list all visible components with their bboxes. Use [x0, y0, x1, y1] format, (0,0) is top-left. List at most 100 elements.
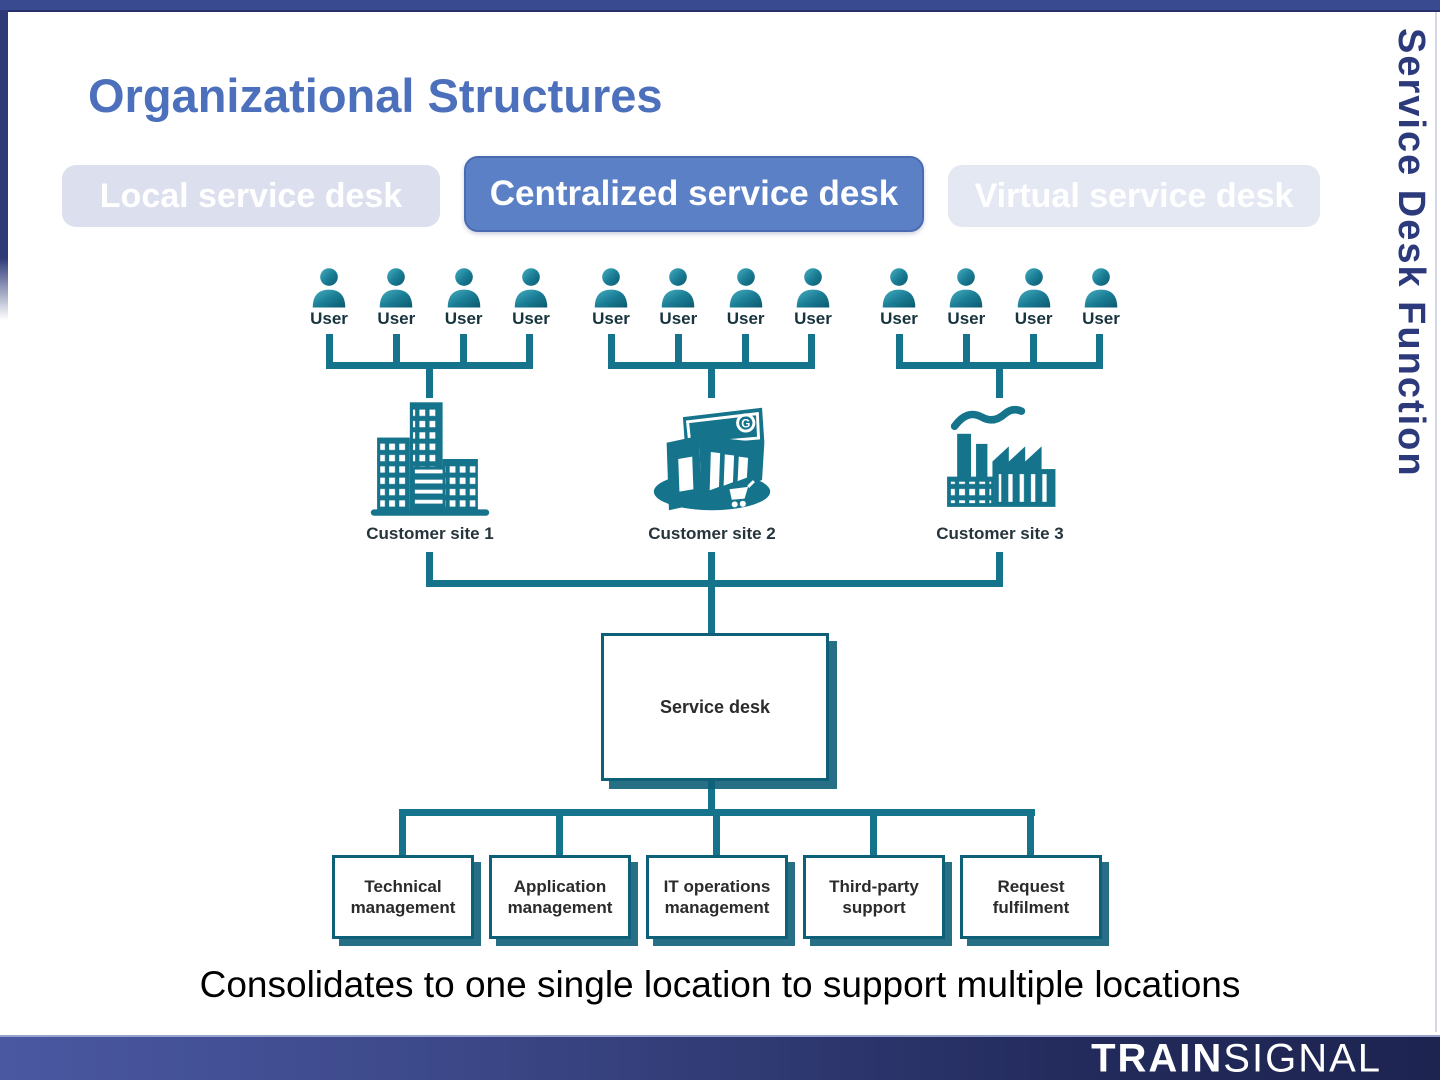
connector-line [675, 334, 682, 366]
sidebar-vertical-title: Service Desk Function [1390, 28, 1432, 478]
site-label: Customer site 3 [936, 524, 1064, 543]
factory-icon [947, 405, 1056, 507]
user-icon [589, 266, 633, 308]
connector-line [393, 334, 400, 366]
user: User [367, 266, 425, 340]
connector-line [556, 809, 563, 857]
user-icon [442, 266, 486, 308]
user-label: User [1014, 309, 1053, 328]
function-label: Request fulfilment [992, 876, 1070, 917]
user: User [502, 266, 560, 340]
user: User [649, 266, 707, 340]
city-buildings-icon [370, 402, 490, 516]
site-label: Customer site 1 [366, 524, 494, 543]
user-icon [374, 266, 418, 308]
user-group-site3: User User User User [870, 266, 1130, 340]
connector-line [870, 809, 877, 857]
connector-line [742, 334, 749, 366]
user-label: User [377, 309, 416, 328]
connector-line [399, 809, 406, 857]
user-label: User [726, 309, 765, 328]
function-label: Third-party support [829, 876, 919, 917]
customer-site-2: G Customer site 2 [637, 396, 787, 544]
user-label: User [794, 309, 832, 328]
user: User [1072, 266, 1130, 340]
user-icon [307, 266, 351, 308]
brand-part1: TRAIN [1091, 1036, 1224, 1080]
user-icon [509, 266, 553, 308]
user-icon [1079, 266, 1123, 308]
connector-line [426, 362, 433, 398]
customer-site-1: Customer site 1 [355, 396, 505, 544]
connector-line [708, 774, 715, 816]
user: User [582, 266, 640, 340]
user-icon [944, 266, 988, 308]
user-icon [656, 266, 700, 308]
customer-site-3: Customer site 3 [925, 396, 1075, 544]
function-box-it-operations-management: IT operations management [646, 855, 788, 939]
tab-virtual-service-desk[interactable]: Virtual service desk [948, 165, 1320, 227]
user-group-site2: User User User User [582, 266, 842, 340]
user: User [937, 266, 995, 340]
function-box-request-fulfilment: Request fulfilment [960, 855, 1102, 939]
user-label: User [880, 309, 918, 328]
connector-line [996, 362, 1003, 398]
left-border-strip [0, 10, 8, 320]
connector-line [1030, 334, 1037, 366]
user-group-site1: User User User User [300, 266, 560, 340]
connector-line [326, 334, 333, 366]
connector-line [460, 334, 467, 366]
connector-line [708, 552, 715, 636]
brand-part2: SIGNAL [1223, 1036, 1382, 1080]
right-edge-line [1435, 12, 1437, 1032]
user-icon [724, 266, 768, 308]
trainsignal-logo: TRAINSIGNAL [1091, 1036, 1382, 1081]
connector-line [896, 334, 903, 366]
user: User [1005, 266, 1063, 340]
tab-label: Local service desk [99, 176, 403, 215]
user-label: User [947, 309, 986, 328]
user-label: User [512, 309, 550, 328]
connector-line [708, 362, 715, 398]
function-box-third-party-support: Third-party support [803, 855, 945, 939]
connector-line [808, 334, 815, 366]
tab-local-service-desk[interactable]: Local service desk [62, 165, 440, 227]
connector-line [713, 809, 720, 857]
connector-line [608, 334, 615, 366]
function-box-application-management: Application management [489, 855, 631, 939]
user: User [784, 266, 842, 340]
connector-line [1096, 334, 1103, 366]
tab-label: Centralized service desk [489, 174, 899, 213]
user: User [435, 266, 493, 340]
user-label: User [310, 309, 348, 328]
top-border-strip [0, 0, 1440, 12]
user-label: User [444, 309, 483, 328]
user-label: User [659, 309, 698, 328]
user: User [300, 266, 358, 340]
connector-line [963, 334, 970, 366]
tab-label: Virtual service desk [974, 176, 1294, 215]
footer-bar: TRAINSIGNAL [0, 1035, 1440, 1080]
function-label: Technical management [350, 876, 456, 917]
slide-caption: Consolidates to one single location to s… [199, 964, 1241, 1005]
function-label: IT operations management [663, 876, 771, 917]
user: User [870, 266, 928, 340]
site-label: Customer site 2 [648, 524, 776, 543]
store-icon: G [653, 407, 771, 511]
svg-text:G: G [741, 418, 750, 431]
connector-line [996, 552, 1003, 587]
function-label: Application management [507, 876, 613, 917]
user: User [717, 266, 775, 340]
connector-line [1027, 809, 1034, 857]
user-icon [1012, 266, 1056, 308]
service-desk-box: Service desk [601, 633, 829, 781]
user-icon [791, 266, 835, 308]
connector-line [526, 334, 533, 366]
service-desk-label: Service desk [659, 696, 771, 717]
connector-line [426, 552, 433, 587]
tab-centralized-service-desk[interactable]: Centralized service desk [464, 156, 924, 232]
function-box-technical-management: Technical management [332, 855, 474, 939]
user-icon [877, 266, 921, 308]
user-label: User [1082, 309, 1120, 328]
page-title: Organizational Structures [88, 69, 663, 122]
